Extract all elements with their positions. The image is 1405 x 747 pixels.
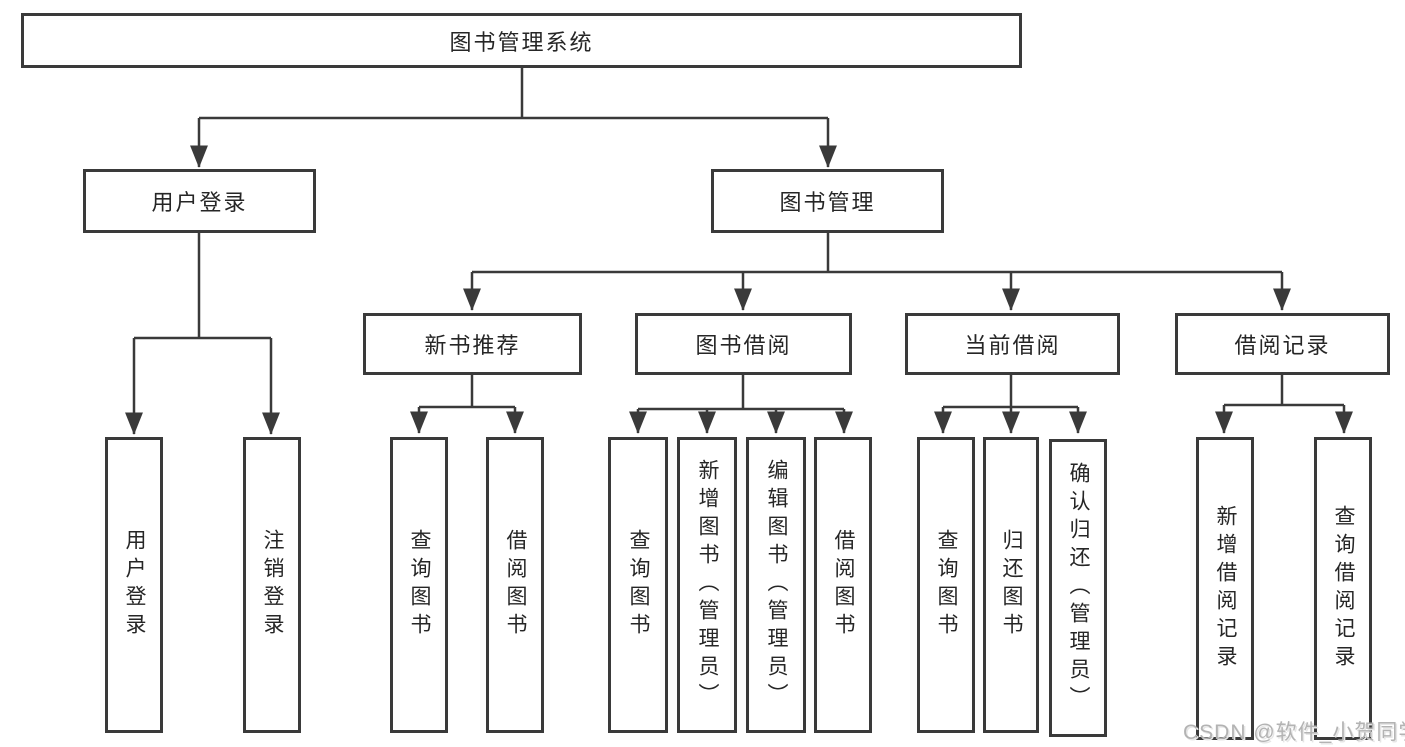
leaf-records-add-record: 新增借阅记录 xyxy=(1196,437,1254,740)
leaf-recommend-borrow-books: 借阅图书 xyxy=(486,437,544,733)
node-root-library-system: 图书管理系统 xyxy=(21,13,1022,68)
csdn-watermark: CSDN @软件_小贺同学 xyxy=(1183,721,1405,744)
leaf-current-return-books: 归还图书 xyxy=(983,437,1039,733)
leaf-logout: 注销登录 xyxy=(243,437,301,733)
leaf-current-query-books: 查询图书 xyxy=(917,437,975,733)
leaf-current-confirm-return: 确认归还（管理员） xyxy=(1049,439,1107,737)
node-user-login: 用户登录 xyxy=(83,169,316,233)
leaf-user-login: 用户登录 xyxy=(105,437,163,733)
node-book-management: 图书管理 xyxy=(711,169,944,233)
leaf-borrowing-add-books: 新增图书（管理员） xyxy=(677,437,737,733)
node-book-borrowing: 图书借阅 xyxy=(635,313,852,375)
node-new-book-recommend: 新书推荐 xyxy=(363,313,582,375)
node-current-borrowing: 当前借阅 xyxy=(905,313,1120,375)
leaf-borrowing-edit-books: 编辑图书（管理员） xyxy=(746,437,806,733)
leaf-borrowing-borrow-books: 借阅图书 xyxy=(814,437,872,733)
leaf-recommend-query-books: 查询图书 xyxy=(390,437,448,733)
leaf-borrowing-query-books: 查询图书 xyxy=(608,437,668,733)
leaf-records-query-record: 查询借阅记录 xyxy=(1314,437,1372,740)
node-borrowing-records: 借阅记录 xyxy=(1175,313,1390,375)
